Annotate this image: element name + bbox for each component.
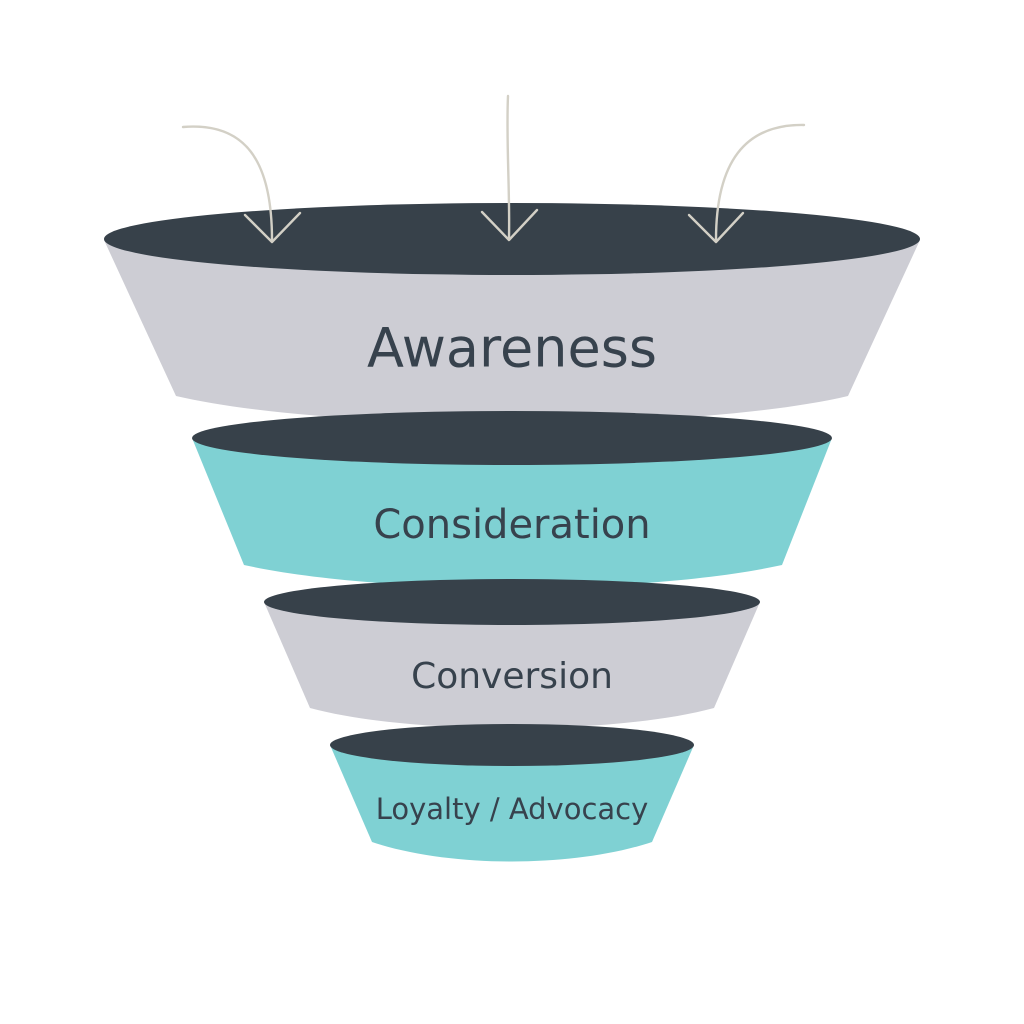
funnel-stage-consideration: Consideration xyxy=(192,411,832,588)
stage-label-loyalty-advocacy: Loyalty / Advocacy xyxy=(376,792,649,826)
stage-body-awareness xyxy=(104,240,920,423)
stage-body-conversion xyxy=(264,602,760,729)
stage-body-consideration xyxy=(192,438,832,588)
funnel-stage-loyalty-advocacy: Loyalty / Advocacy xyxy=(330,724,694,862)
incoming-arrows xyxy=(181,94,806,244)
stage-rim-consideration xyxy=(192,411,832,465)
stage-rim-conversion xyxy=(264,579,760,625)
stage-label-conversion: Conversion xyxy=(411,656,613,697)
arrow-left-curved-icon xyxy=(181,125,302,244)
stage-rim-loyalty-advocacy xyxy=(330,724,694,766)
stage-label-consideration: Consideration xyxy=(373,502,650,548)
stage-body-loyalty-advocacy xyxy=(330,745,694,862)
funnel-stage-conversion: Conversion xyxy=(264,579,760,729)
stage-label-awareness: Awareness xyxy=(367,317,657,380)
arrow-center-straight-icon xyxy=(480,94,539,242)
stage-rim-awareness xyxy=(104,203,920,275)
arrow-right-curved-icon xyxy=(687,123,806,244)
